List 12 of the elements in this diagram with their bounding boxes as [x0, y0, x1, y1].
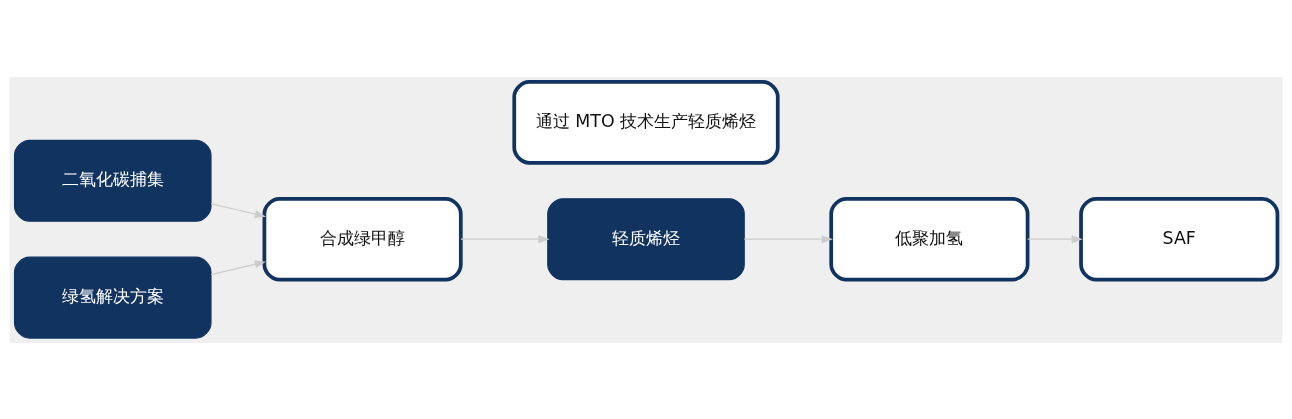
arrow: [743, 234, 833, 243]
node-box: SAF: [1079, 196, 1280, 281]
node-box: 绿氢解决方案: [13, 256, 212, 339]
node-box: 通过 MTO 技术生产轻质烯烃: [512, 79, 780, 165]
arrow: [460, 234, 550, 243]
node-box: 二氧化碳捕集: [13, 139, 212, 222]
node-box: 合成绿甲醇: [262, 196, 463, 281]
node-box: 轻质烯烃: [547, 197, 745, 280]
arrow: [210, 202, 266, 218]
node-box: 低聚加氢: [829, 196, 1030, 281]
arrow: [1027, 234, 1083, 243]
arrow: [210, 260, 266, 275]
